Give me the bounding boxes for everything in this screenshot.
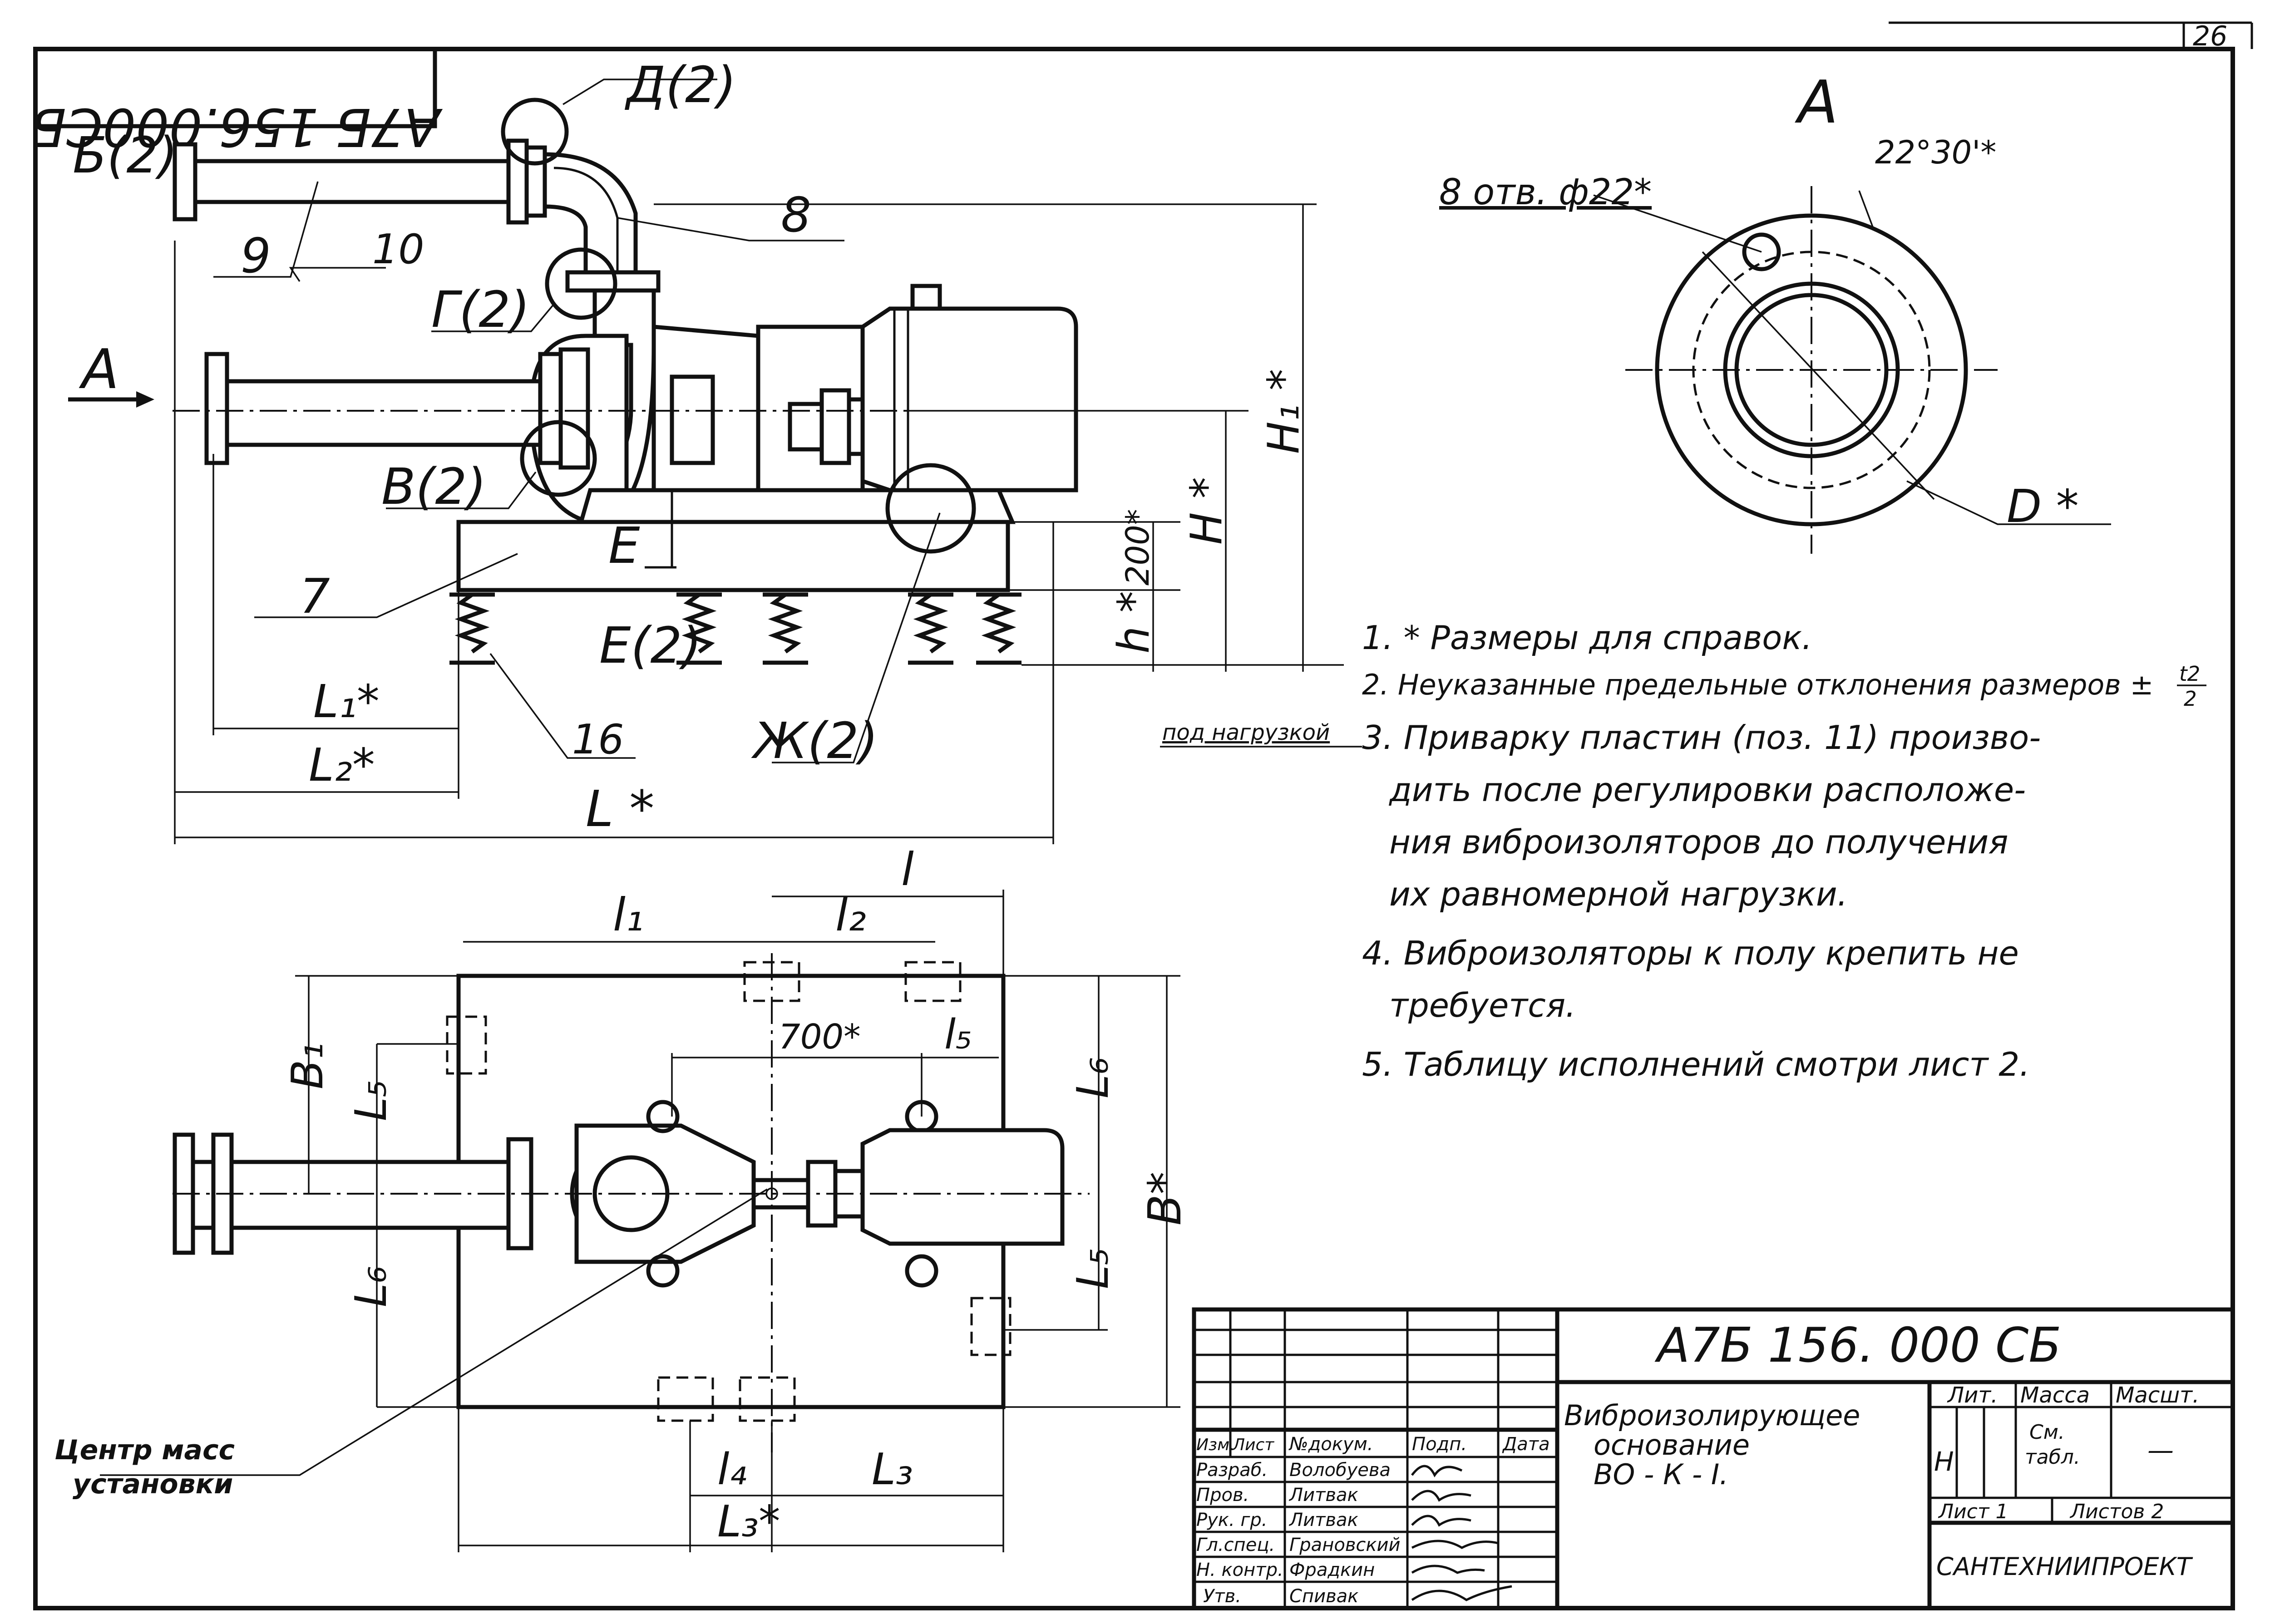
- label-E: Е: [608, 517, 640, 575]
- dim-B: B*: [1138, 1171, 1191, 1225]
- label-D2: Д(2): [624, 56, 736, 114]
- lit-header: Лит.: [1947, 1383, 1998, 1408]
- scale-header: Масшт.: [2116, 1383, 2199, 1408]
- mass-value-2: табл.: [2025, 1446, 2080, 1469]
- name-1: Волобуева: [1289, 1460, 1391, 1481]
- role-3: Рук. гр.: [1196, 1510, 1268, 1530]
- view-a: А 8 отв. ф22* 22°30'* D *: [1439, 68, 2111, 554]
- dim-700: 700*: [779, 1017, 861, 1057]
- note-1: 1. * Размеры для справок.: [1362, 619, 1812, 657]
- title-line-2: основание: [1594, 1428, 1750, 1462]
- dim-L1: L₁*: [313, 675, 380, 728]
- dim-L3s: L₃*: [717, 1497, 780, 1547]
- sheets-label: Листов 2: [2069, 1500, 2164, 1523]
- dim-200: 200*: [1119, 509, 1156, 586]
- dim-L: L *: [586, 780, 654, 838]
- role-4: Гл.спец.: [1196, 1535, 1275, 1555]
- diameter-label: D *: [2007, 480, 2079, 533]
- hdr-doc: №докум.: [1288, 1434, 1373, 1455]
- dim-B1: B₁: [283, 1043, 333, 1089]
- mirror-code: А7Б 156.000СБ: [30, 96, 443, 157]
- sheet-label: Лист 1: [1938, 1500, 2008, 1523]
- dim-h: h *: [1109, 591, 1159, 654]
- sheet-frame: 26: [33, 20, 2253, 1610]
- dim-l4: l₄: [717, 1445, 746, 1495]
- dim-L5-right: L₅: [1068, 1248, 1118, 1289]
- dim-load: под нагрузкой: [1162, 720, 1330, 745]
- title-line-1: Виброизолирующее: [1564, 1399, 1860, 1432]
- role-1: Разраб.: [1196, 1460, 1268, 1481]
- title-block: Изм. Лист №докум. Подп. Дата Разраб. Про…: [1192, 1307, 2235, 1610]
- hdr-izm: Изм.: [1196, 1436, 1235, 1454]
- dim-L5-left: L₅: [346, 1080, 396, 1121]
- lit-value: Н: [1934, 1446, 1954, 1477]
- name-2: Литвак: [1288, 1485, 1358, 1506]
- side-dimensions: H₁ * H * 200* h * под нагрузкой L₁* L₂* …: [174, 203, 1362, 844]
- name-4: Грановский: [1289, 1535, 1401, 1555]
- pos-7: 7: [300, 569, 330, 624]
- role-6: Утв.: [1203, 1586, 1241, 1607]
- note-4b: требуется.: [1389, 986, 1576, 1024]
- dim-l5-top: l₅: [944, 1011, 972, 1058]
- title-line-3: ВО - К - I.: [1594, 1458, 1728, 1491]
- dim-H1: H₁ *: [1259, 369, 1309, 454]
- role-2: Пров.: [1196, 1485, 1249, 1506]
- center-mass-2: установки: [73, 1468, 233, 1500]
- dim-l2: l₂: [835, 888, 866, 941]
- plan-view: Центр масс установки: [54, 953, 1090, 1500]
- note-2-num: t2: [2179, 662, 2200, 686]
- hdr-date: Дата: [1502, 1434, 1550, 1455]
- holes-label: 8 отв. ф22*: [1439, 172, 1652, 213]
- dim-L2: L₂*: [309, 738, 375, 792]
- drawing-code: А7Б 156. 000 СБ: [1654, 1318, 2061, 1373]
- name-3: Литвак: [1288, 1510, 1358, 1530]
- page-number: 26: [2193, 20, 2227, 52]
- note-2: 2. Неуказанные предельные отклонения раз…: [1362, 668, 2153, 701]
- hdr-sign: Подп.: [1412, 1434, 1467, 1455]
- label-V2: В(2): [381, 458, 486, 516]
- label-Zh2: Ж(2): [751, 712, 878, 770]
- scale-value: —: [2147, 1435, 2174, 1466]
- label-B2: Б(2): [73, 126, 178, 184]
- note-3d: их равномерной нагрузки.: [1389, 875, 1848, 913]
- pos-8: 8: [781, 187, 811, 243]
- mass-header: Масса: [2020, 1383, 2090, 1408]
- pos-10: 10: [372, 226, 424, 273]
- vibro-isolators: [449, 592, 1022, 665]
- label-G2: Г(2): [431, 281, 530, 339]
- view-a-title: А: [1795, 68, 1838, 137]
- arrow-a-label: А: [79, 338, 119, 401]
- note-3: 3. Приварку пластин (поз. 11) произво-: [1362, 718, 2041, 757]
- label-E2: Е(2): [599, 616, 701, 674]
- dim-H: H *: [1182, 477, 1232, 545]
- side-view: Б(2) Д(2) 8 9 10 Г(2) В(2) 7 Е Е(2) 16 Ж…: [68, 56, 1078, 770]
- name-6: Спивак: [1289, 1586, 1358, 1607]
- angle-label: 22°30'*: [1875, 134, 1996, 171]
- dim-L6-right: L₆: [1068, 1057, 1118, 1098]
- mass-value-1: См.: [2029, 1421, 2065, 1444]
- note-5: 5. Таблицу исполнений смотри лист 2.: [1362, 1045, 2030, 1083]
- role-5: Н. контр.: [1196, 1560, 1283, 1580]
- dim-L6-left: L₆: [346, 1266, 396, 1307]
- note-4: 4. Виброизоляторы к полу крепить не: [1362, 934, 2019, 972]
- dim-L3: L₃: [872, 1445, 913, 1495]
- note-2-den: 2: [2184, 687, 2197, 711]
- hdr-list: Лист: [1232, 1436, 1274, 1454]
- note-3c: ния виброизоляторов до получения: [1389, 823, 2008, 861]
- notes: 1. * Размеры для справок. 2. Неуказанные…: [1362, 619, 2206, 1083]
- org-name: САНТЕХНИИПРОЕКТ: [1936, 1552, 2193, 1581]
- center-mass-1: Центр масс: [54, 1434, 235, 1466]
- plan-dimensions: l l₁ l₂ 700* l₅ B₁ L₅ L₆ L₆ B* L₅ l₄ L₃ …: [283, 843, 1191, 1552]
- name-5: Фрадкин: [1289, 1560, 1375, 1580]
- pos-16: 16: [572, 716, 624, 763]
- dim-l1: l₁: [613, 888, 644, 941]
- pos-9: 9: [241, 228, 271, 284]
- dim-l: l: [901, 843, 914, 896]
- mirror-code-box: А7Б 156.000СБ: [30, 47, 443, 157]
- note-3b: дить после регулировки расположе-: [1388, 771, 2026, 809]
